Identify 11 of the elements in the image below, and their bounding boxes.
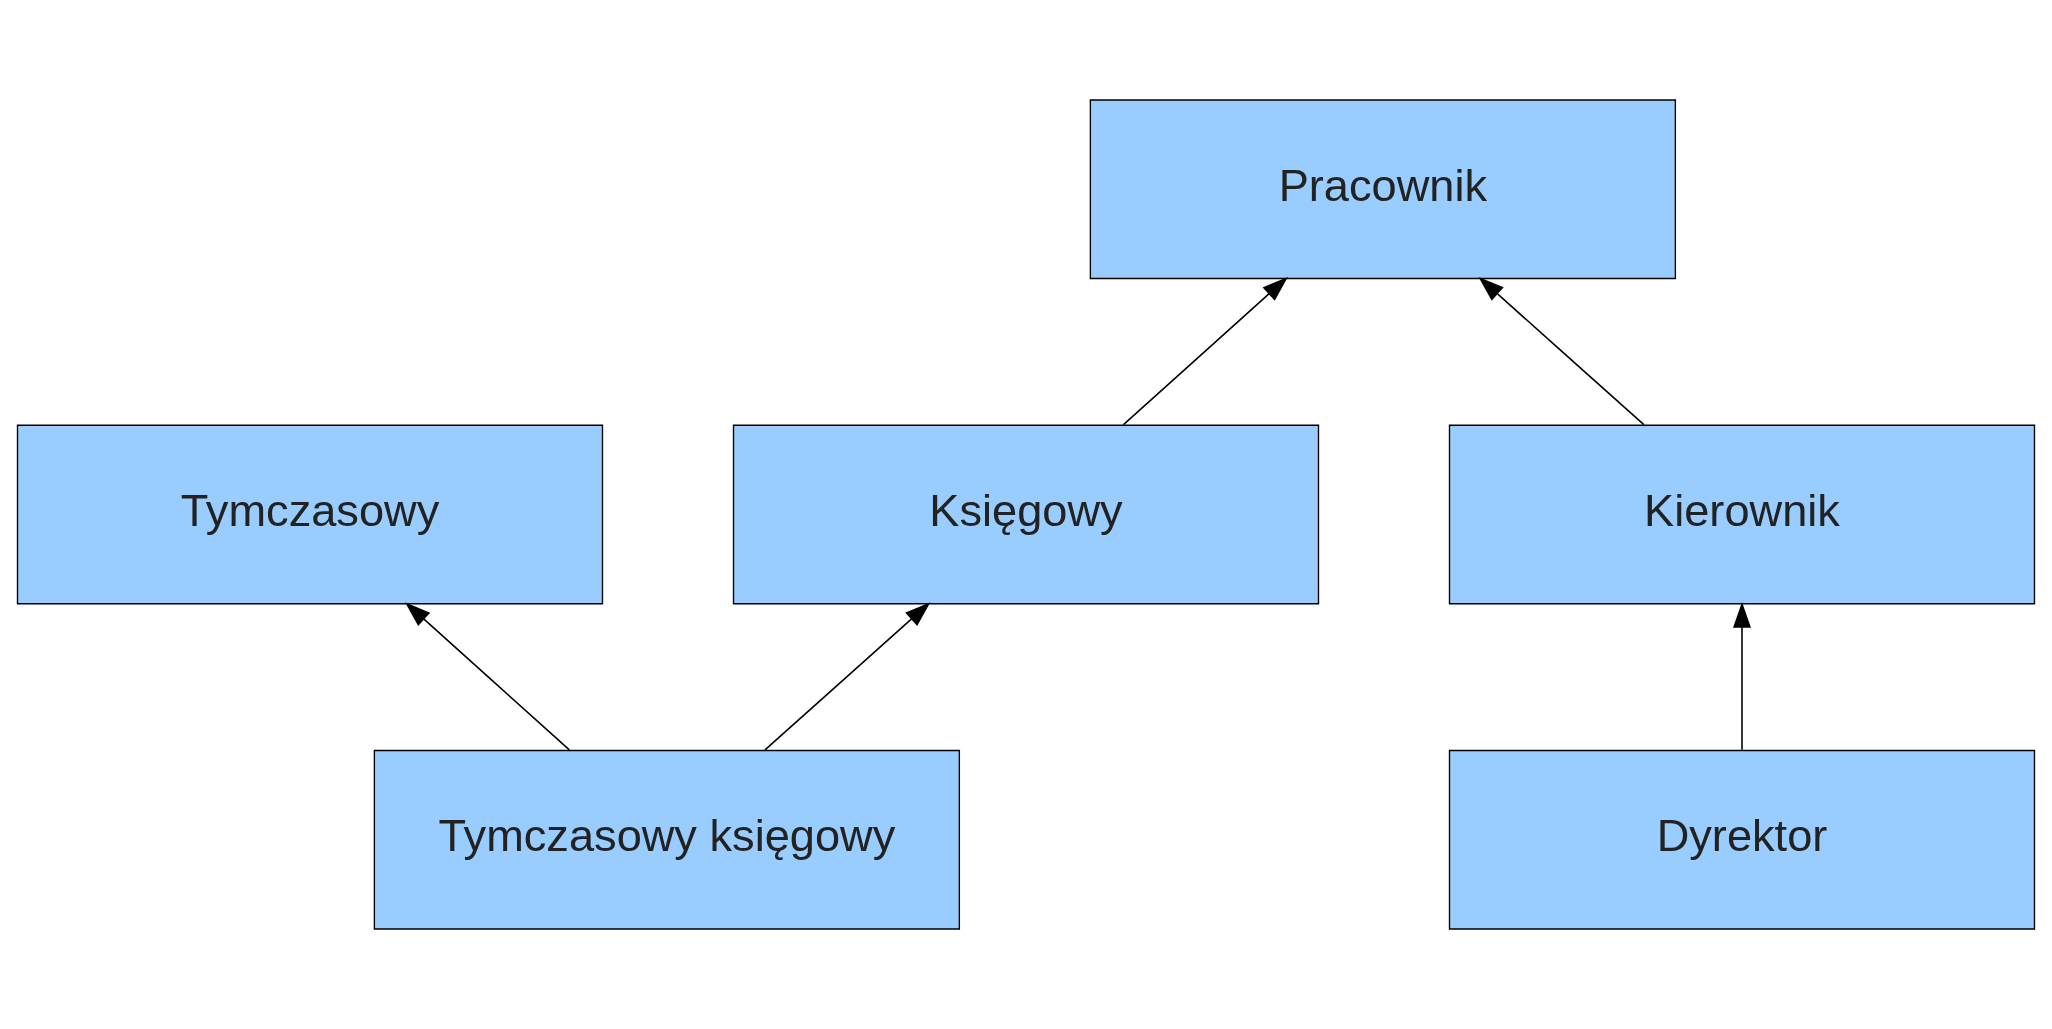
arrow	[1122, 276, 1288, 426]
node-box: Tymczasowy księgowy	[373, 749, 961, 930]
arrow	[764, 602, 931, 751]
arrow	[1732, 601, 1751, 751]
node-box: Pracownik	[1089, 99, 1677, 280]
node-box: Księgowy	[732, 424, 1320, 605]
arrow	[405, 602, 571, 751]
node-box: Tymczasowy	[16, 424, 604, 605]
node-box: Dyrektor	[1448, 749, 2036, 930]
arrow	[1478, 276, 1645, 426]
node-box: Kierownik	[1448, 424, 2036, 605]
